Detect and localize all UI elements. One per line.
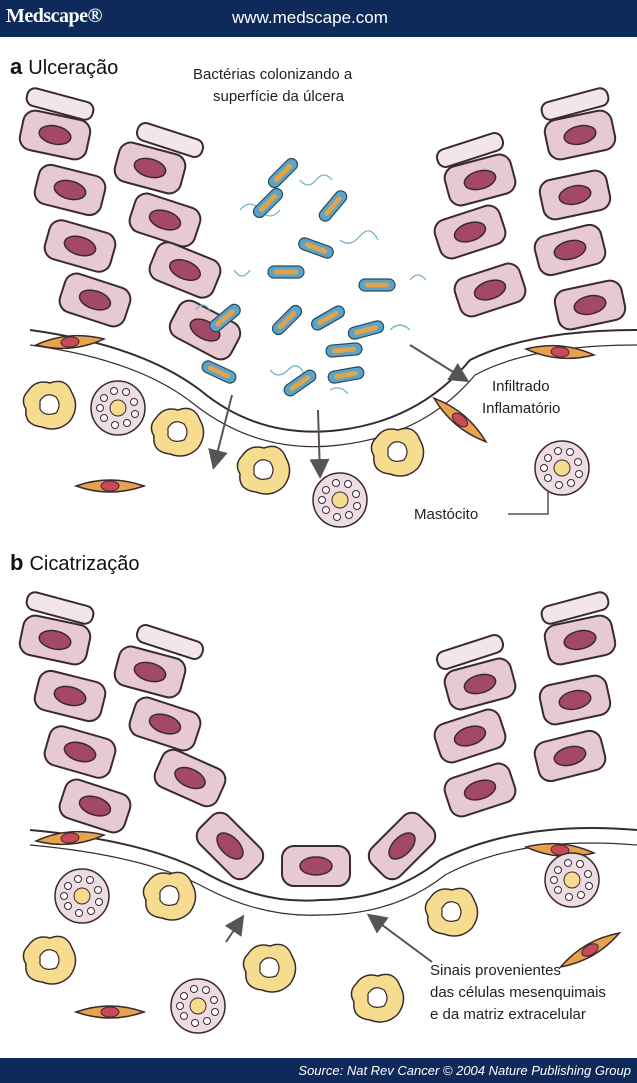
mast-cell-pointer — [508, 492, 548, 514]
epithelium-left-b — [18, 591, 230, 836]
bacteria-label-line2: superfície da úlcera — [213, 86, 344, 107]
migrating-epithelium-b — [192, 808, 440, 886]
epithelium-right-a — [431, 87, 627, 332]
epithelium-right-b — [431, 591, 617, 820]
bacteria — [200, 156, 395, 398]
source-credit: Source: Nat Rev Cancer © 2004 Nature Pub… — [298, 1063, 631, 1078]
mast-cell-label: Mastócito — [414, 504, 478, 525]
footer-bar: Source: Nat Rev Cancer © 2004 Nature Pub… — [0, 1058, 637, 1083]
bacteria-label-line1: Bactérias colonizando a — [193, 64, 352, 85]
infiltrate-label-line2: Inflamatório — [482, 398, 560, 419]
signals-label-line3: e da matriz extracelular — [430, 1004, 586, 1025]
infiltrate-label-line1: Infiltrado — [492, 376, 550, 397]
signals-label-line1: Sinais provenientes — [430, 960, 561, 981]
signals-label-line2: das células mesenquimais — [430, 982, 606, 1003]
